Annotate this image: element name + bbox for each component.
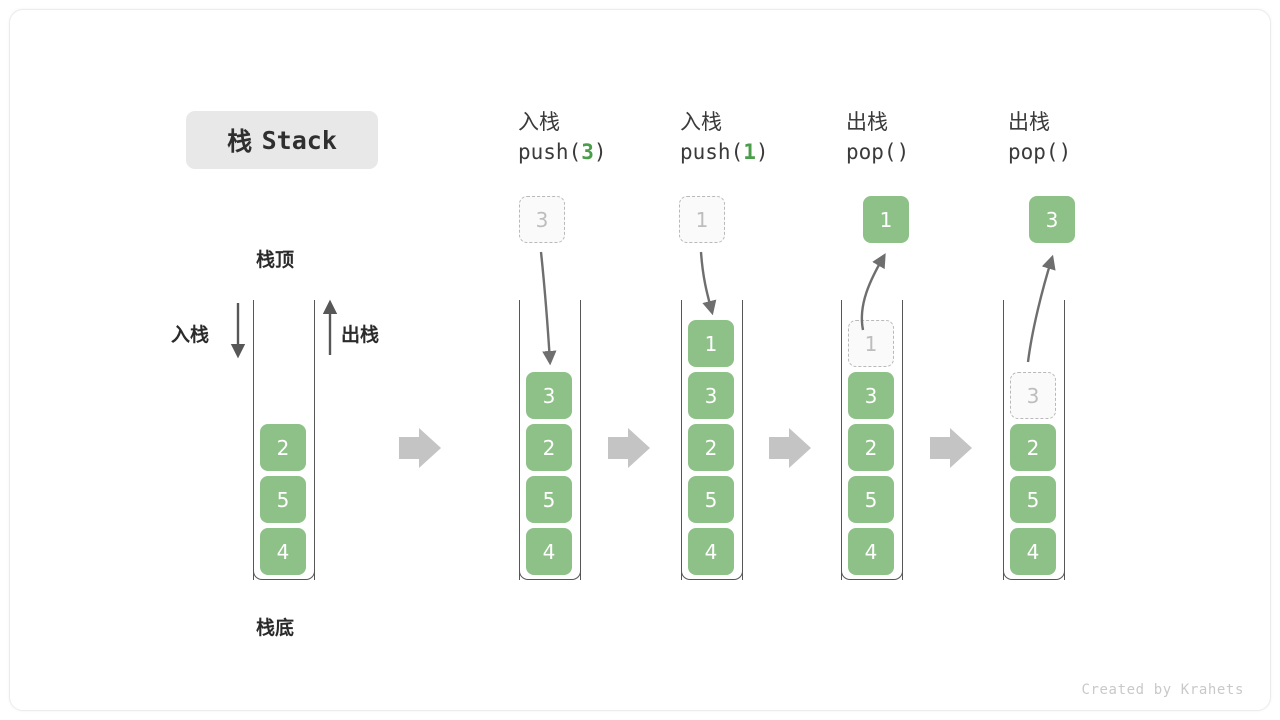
- stack-cell-ghost: 3: [1010, 372, 1056, 419]
- step-title-cn: 入栈: [680, 110, 722, 134]
- stack-wall-right: [902, 300, 903, 580]
- stack-cell: 5: [848, 476, 894, 523]
- stack-cell: 4: [1010, 528, 1056, 575]
- label-pop-side: 出栈: [341, 324, 380, 346]
- step-title-code: pop(): [1008, 139, 1072, 164]
- stack-floor: [681, 564, 743, 580]
- stack-wall-left: [519, 300, 520, 580]
- step-title-code: pop(): [846, 139, 910, 164]
- label-stack-bottom: 栈底: [256, 617, 295, 639]
- stack-cell: 1: [688, 320, 734, 367]
- stack-wall-right: [742, 300, 743, 580]
- stack-cell: 4: [526, 528, 572, 575]
- stack-wall-left: [841, 300, 842, 580]
- stack-wall-left: [681, 300, 682, 580]
- stack-cell: 3: [848, 372, 894, 419]
- stack-cell: 2: [848, 424, 894, 471]
- step-header-pop-1: 出栈 pop(): [846, 108, 1036, 168]
- stack-wall-right: [1064, 300, 1065, 580]
- stack-floor: [253, 564, 315, 580]
- stack-cell: 5: [1010, 476, 1056, 523]
- stack-cell-ghost: 1: [848, 320, 894, 367]
- floating-cell-pop-1: 1: [863, 196, 909, 243]
- step-title-code: push(1): [680, 139, 769, 164]
- title-cn: 栈: [227, 127, 253, 156]
- step-title-code: push(3): [518, 139, 607, 164]
- stack-cell: 3: [526, 372, 572, 419]
- stack-wall-left: [253, 300, 254, 580]
- step-header-push-1: 入栈 push(1): [680, 108, 870, 168]
- stack-cell: 5: [688, 476, 734, 523]
- floating-cell-push-1: 1: [679, 196, 725, 243]
- step-title-cn: 出栈: [846, 110, 888, 134]
- stack-cell: 4: [848, 528, 894, 575]
- credit-text: Created by Krahets: [1081, 682, 1244, 698]
- floating-cell-push-3: 3: [519, 196, 565, 243]
- step-title-cn: 出栈: [1008, 110, 1050, 134]
- step-title-cn: 入栈: [518, 110, 560, 134]
- stack-cell: 5: [526, 476, 572, 523]
- stack-wall-right: [580, 300, 581, 580]
- stack-floor: [841, 564, 903, 580]
- stack-cell: 3: [688, 372, 734, 419]
- stack-cell: 2: [260, 424, 306, 471]
- stack-cell: 2: [688, 424, 734, 471]
- stack-cell: 5: [260, 476, 306, 523]
- floating-cell-pop-3: 3: [1029, 196, 1075, 243]
- stack-floor: [519, 564, 581, 580]
- stack-container-pop-1: [841, 300, 903, 580]
- stack-floor: [1003, 564, 1065, 580]
- stack-container-push-1: [681, 300, 743, 580]
- stack-container-initial: [253, 300, 315, 580]
- stack-container-pop-3: [1003, 300, 1065, 580]
- step-arg: 1: [743, 139, 756, 164]
- stack-cell: 2: [1010, 424, 1056, 471]
- stack-wall-left: [1003, 300, 1004, 580]
- title-badge: 栈 Stack: [186, 111, 378, 169]
- label-push-side: 入栈: [171, 324, 210, 346]
- step-arg: 3: [581, 139, 594, 164]
- stack-wall-right: [314, 300, 315, 580]
- title-en: Stack: [261, 125, 337, 155]
- stack-cell: 4: [260, 528, 306, 575]
- step-header-push-3: 入栈 push(3): [518, 108, 708, 168]
- stack-container-push-3: [519, 300, 581, 580]
- stack-cell: 4: [688, 528, 734, 575]
- stack-cell: 2: [526, 424, 572, 471]
- step-header-pop-3: 出栈 pop(): [1008, 108, 1198, 168]
- label-stack-top: 栈顶: [256, 249, 295, 271]
